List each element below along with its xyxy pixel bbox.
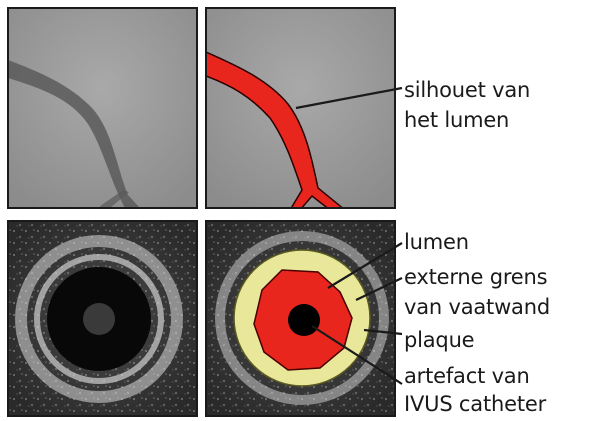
catheter-artefact [288, 304, 320, 336]
label-lumen: lumen [404, 230, 469, 255]
label-silhouette-line1: silhouet van [404, 78, 530, 103]
label-external-line2: van vaatwand [404, 295, 550, 320]
label-artefact-line2: IVUS catheter [404, 392, 546, 417]
label-plaque: plaque [404, 328, 474, 353]
ivus-annotated-panel [206, 221, 395, 416]
angiography-raw-panel [8, 8, 197, 208]
catheter-raw [83, 303, 115, 335]
label-silhouette-line2: het lumen [404, 108, 509, 133]
label-external-line1: externe grens [404, 265, 547, 290]
angiography-overlay-panel [206, 8, 395, 210]
ivus-raw-panel [8, 221, 197, 416]
label-artefact-line1: artefact van [404, 364, 530, 389]
